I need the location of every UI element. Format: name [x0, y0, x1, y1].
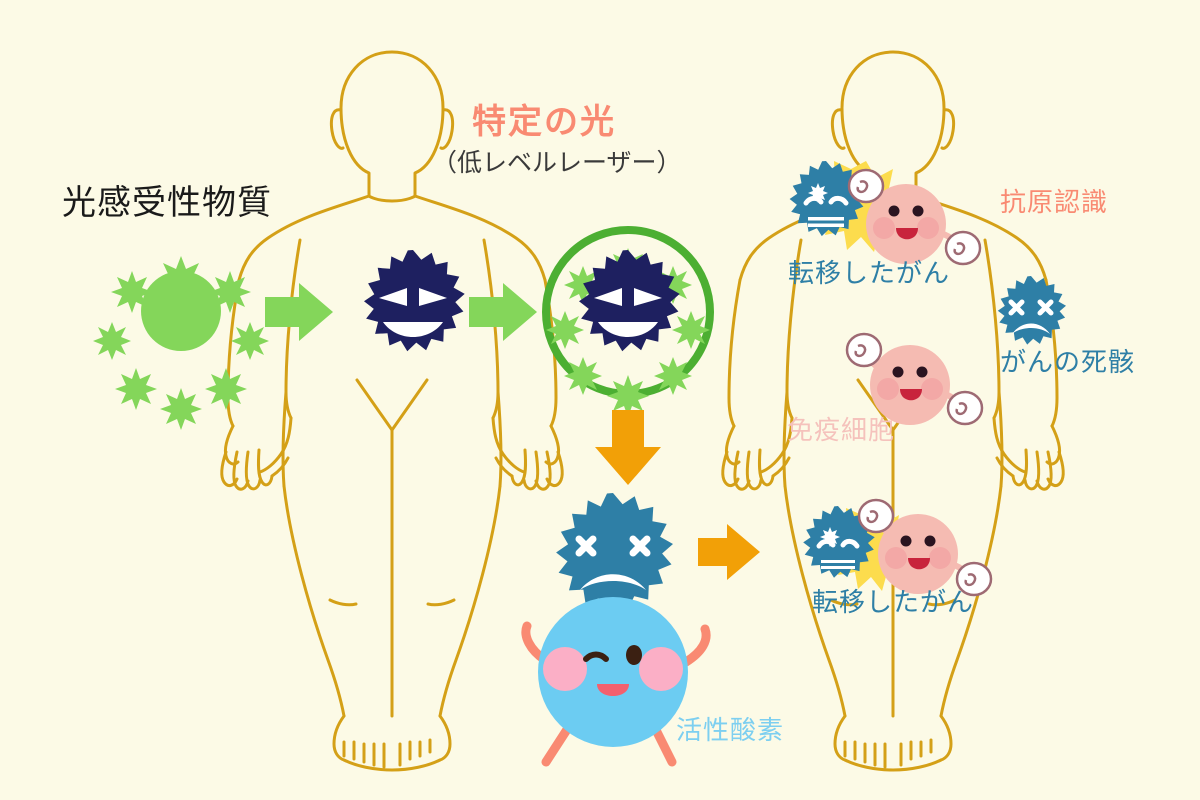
cancer-cell-dead-icon-center: [556, 493, 673, 611]
green-right-arrow-icon-1: [265, 283, 333, 341]
label-reactive-oxygen: 活性酸素: [676, 715, 785, 745]
cancer-cell-evil-icon-1: [364, 250, 465, 352]
orange-right-arrow-icon: [698, 524, 760, 580]
photosensitizer-icon: [93, 256, 269, 430]
green-right-arrow-icon-2: [469, 283, 537, 341]
label-metastasized-cancer-upper: 転移したがん: [788, 258, 951, 288]
cancer-cell-worried-icon-lower: [803, 506, 875, 578]
light-activation-ring-icon: [542, 226, 714, 417]
label-immune-cell: 免疫細胞: [787, 415, 896, 445]
immune-cell-icon-lower: [857, 498, 993, 597]
label-cancer-corpse: がんの死骸: [1000, 347, 1136, 377]
cancer-cell-dead-icon-right: [997, 276, 1066, 345]
label-photosensitizer: 光感受性物質: [62, 184, 272, 222]
cancer-cell-worried-icon-upper: [789, 161, 865, 237]
reactive-oxygen-character-icon: [521, 597, 711, 767]
label-antigen-recognition: 抗原認識: [1000, 187, 1109, 217]
label-specific-light: 特定の光: [472, 103, 616, 141]
immune-cell-icon-upper: [847, 168, 982, 266]
human-body-outline-left: [220, 50, 564, 772]
orange-down-arrow-icon: [595, 410, 661, 485]
label-metastasized-cancer-lower: 転移したがん: [812, 587, 975, 617]
label-specific-light-sub: （低レベルレーザー）: [432, 149, 682, 177]
immune-cell-icon-middle: [845, 332, 984, 426]
